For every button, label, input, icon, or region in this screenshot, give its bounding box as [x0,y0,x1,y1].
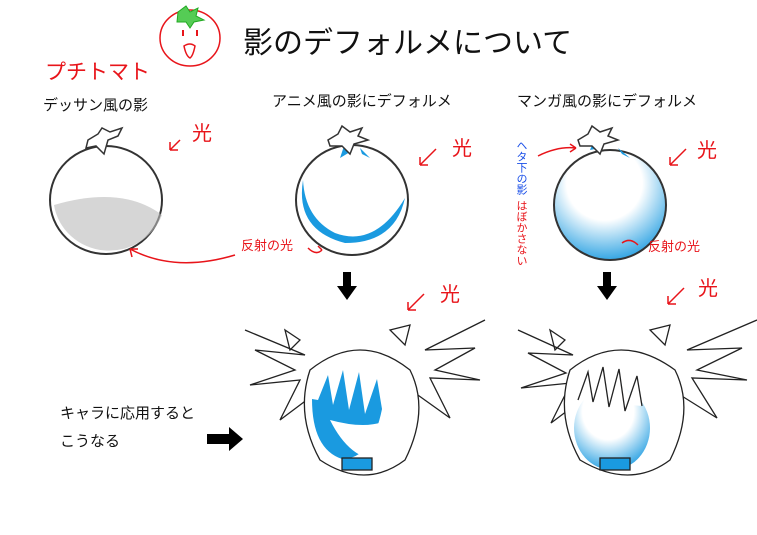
vertical-note-blue: ヘタ下の影 [515,140,528,195]
light-label: 光 [192,121,212,145]
down-arrow-icon [597,272,617,300]
column-label-anime: アニメ風の影にデフォルメ [272,92,452,110]
manga-shadow-character [517,319,757,476]
light-label: 光 [452,136,472,160]
down-arrow-icon [337,272,357,300]
light-label: 光 [440,282,460,306]
sketch-shadow-tomato [49,126,163,255]
anime-shadow-character [244,319,486,476]
light-label: 光 [698,276,718,300]
light-label: 光 [697,138,717,162]
mascot-tomato-icon [159,5,221,67]
column-label-manga: マンガ風の影にデフォルメ [517,92,698,110]
right-arrow-icon [207,427,243,451]
reflected-light-label: 反射の光 [241,239,294,254]
manga-shadow-tomato [553,124,667,261]
reflected-arrow-icon [129,248,236,264]
anime-shadow-tomato [295,124,409,256]
reflected-light-label: 反射の光 [648,240,701,255]
apply-note-line1: キャラに応用すると [60,404,196,422]
column-label-sketch: デッサン風の影 [43,96,149,114]
apply-note-line2: こうなる [60,432,121,450]
light-arrow-icon [169,139,181,151]
vertical-note-red: はぼかさない [515,200,528,266]
page-title: 影のデフォルメについて [243,26,573,61]
mascot-name: プチトマト [45,60,150,84]
